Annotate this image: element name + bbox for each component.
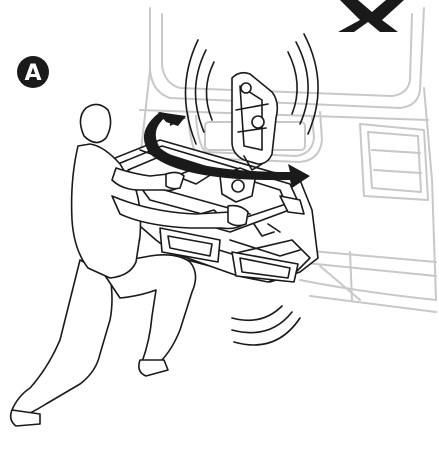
carrier-arm	[232, 73, 277, 170]
motion-lines-bottom-icon	[232, 306, 300, 345]
step-badge: A	[17, 56, 49, 88]
step-badge-label: A	[24, 61, 41, 86]
cross-mark-icon	[338, 0, 404, 32]
